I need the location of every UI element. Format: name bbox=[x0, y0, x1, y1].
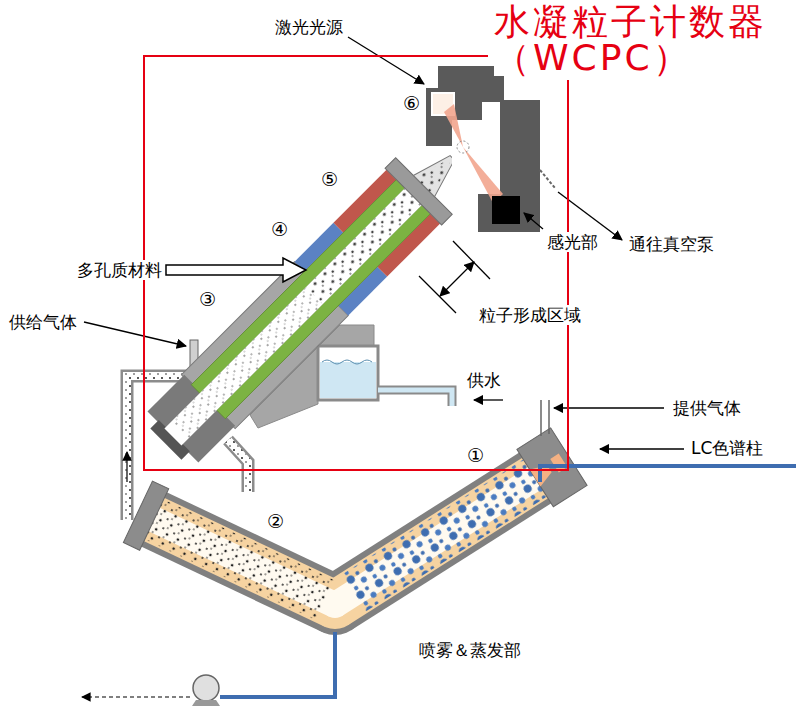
gas-pipes bbox=[126, 452, 127, 482]
liquid-and-gas-lines bbox=[220, 632, 335, 697]
optical-chamber bbox=[457, 141, 469, 153]
part-label: 感光部 bbox=[546, 232, 599, 252]
condenser-tube bbox=[164, 178, 432, 446]
optical-chamber bbox=[463, 147, 503, 203]
spray-evaporation-tube bbox=[137, 490, 348, 632]
gas-pipes bbox=[228, 440, 248, 492]
spray-evaporation-tube bbox=[137, 490, 348, 632]
water-supply bbox=[318, 346, 378, 400]
part-label: 多孔质材料 bbox=[76, 260, 163, 280]
spray-evaporation-tube bbox=[123, 428, 587, 636]
spray-evaporation-tube bbox=[319, 451, 554, 630]
leader-lines bbox=[474, 399, 503, 400]
condenser-tube bbox=[415, 153, 457, 195]
spray-evaporation-tube bbox=[340, 458, 549, 613]
boundary-line bbox=[144, 56, 568, 470]
leader-lines bbox=[440, 262, 474, 296]
liquid-and-gas-lines bbox=[193, 675, 219, 701]
leader-lines bbox=[558, 192, 622, 240]
liquid-and-gas-lines bbox=[548, 400, 550, 434]
condenser-tube bbox=[217, 205, 431, 419]
liquid-and-gas-lines bbox=[192, 700, 220, 706]
callout-number: ① bbox=[466, 444, 485, 467]
instrument-boundary: 水凝粒子计数器 （WCPC） bbox=[144, 56, 568, 470]
spray-evaporation-tube bbox=[317, 428, 587, 634]
gas-pipes bbox=[228, 440, 248, 492]
callout-number: ⑤ bbox=[320, 168, 339, 191]
water-supply bbox=[378, 390, 452, 406]
spray-evaporation-tube bbox=[139, 496, 345, 627]
part-label: 提供气体 bbox=[672, 398, 742, 418]
spray-evaporation-tube bbox=[322, 456, 550, 625]
spray-evaporation-tube bbox=[139, 496, 345, 627]
callout-number: ⑥ bbox=[402, 92, 421, 115]
part-label: LC色谱柱 bbox=[690, 438, 764, 458]
leader-lines bbox=[600, 448, 684, 449]
region-label: 粒子形成区域 bbox=[478, 305, 582, 325]
liquid-and-gas-lines bbox=[540, 400, 542, 436]
leader-lines bbox=[348, 37, 424, 84]
leader-lines bbox=[84, 322, 186, 346]
gas-pipes bbox=[228, 440, 248, 492]
liquid-and-gas-lines bbox=[82, 696, 190, 697]
condenser-tube bbox=[138, 129, 481, 472]
spray-evaporation-tube bbox=[319, 451, 554, 630]
leader-lines bbox=[84, 37, 684, 449]
spray-evaporation-tube bbox=[123, 481, 168, 550]
spray-evaporation-tube bbox=[140, 498, 335, 621]
leader-lines bbox=[554, 407, 664, 408]
callout-number: ② bbox=[266, 510, 285, 533]
spray-evaporation-tube bbox=[123, 481, 349, 636]
callout-number: ③ bbox=[198, 288, 217, 311]
leader-lines bbox=[453, 241, 490, 279]
part-label: 激光光源 bbox=[274, 17, 344, 37]
callout-number: ④ bbox=[270, 218, 289, 241]
leader-lines bbox=[166, 258, 306, 282]
part-label: 喷雾＆蒸发部 bbox=[418, 640, 522, 660]
condenser-tube bbox=[172, 287, 323, 438]
optical-chamber bbox=[540, 170, 555, 188]
optical-chamber bbox=[500, 100, 540, 156]
condenser-tube bbox=[191, 180, 405, 394]
water-supply bbox=[322, 360, 372, 364]
optical-chamber bbox=[444, 104, 463, 147]
boundary-outline bbox=[144, 56, 568, 470]
leader-lines bbox=[524, 213, 543, 229]
part-label: 通往真空泵 bbox=[628, 234, 715, 254]
optical-chamber bbox=[492, 196, 520, 224]
box-heading: 水凝粒子计数器 （WCPC） bbox=[494, 4, 792, 76]
liquid-and-gas-lines bbox=[82, 400, 796, 706]
part-label: 供水 bbox=[466, 370, 502, 390]
liquid-and-gas-lines bbox=[540, 466, 796, 482]
spray-evaporation-tube bbox=[550, 454, 567, 473]
water-supply bbox=[320, 362, 376, 398]
optical-chamber bbox=[426, 66, 555, 232]
leader-lines bbox=[419, 276, 456, 313]
part-label: 供给气体 bbox=[8, 312, 78, 332]
water-supply bbox=[378, 390, 452, 406]
spray-evaporation-tube bbox=[322, 456, 550, 625]
